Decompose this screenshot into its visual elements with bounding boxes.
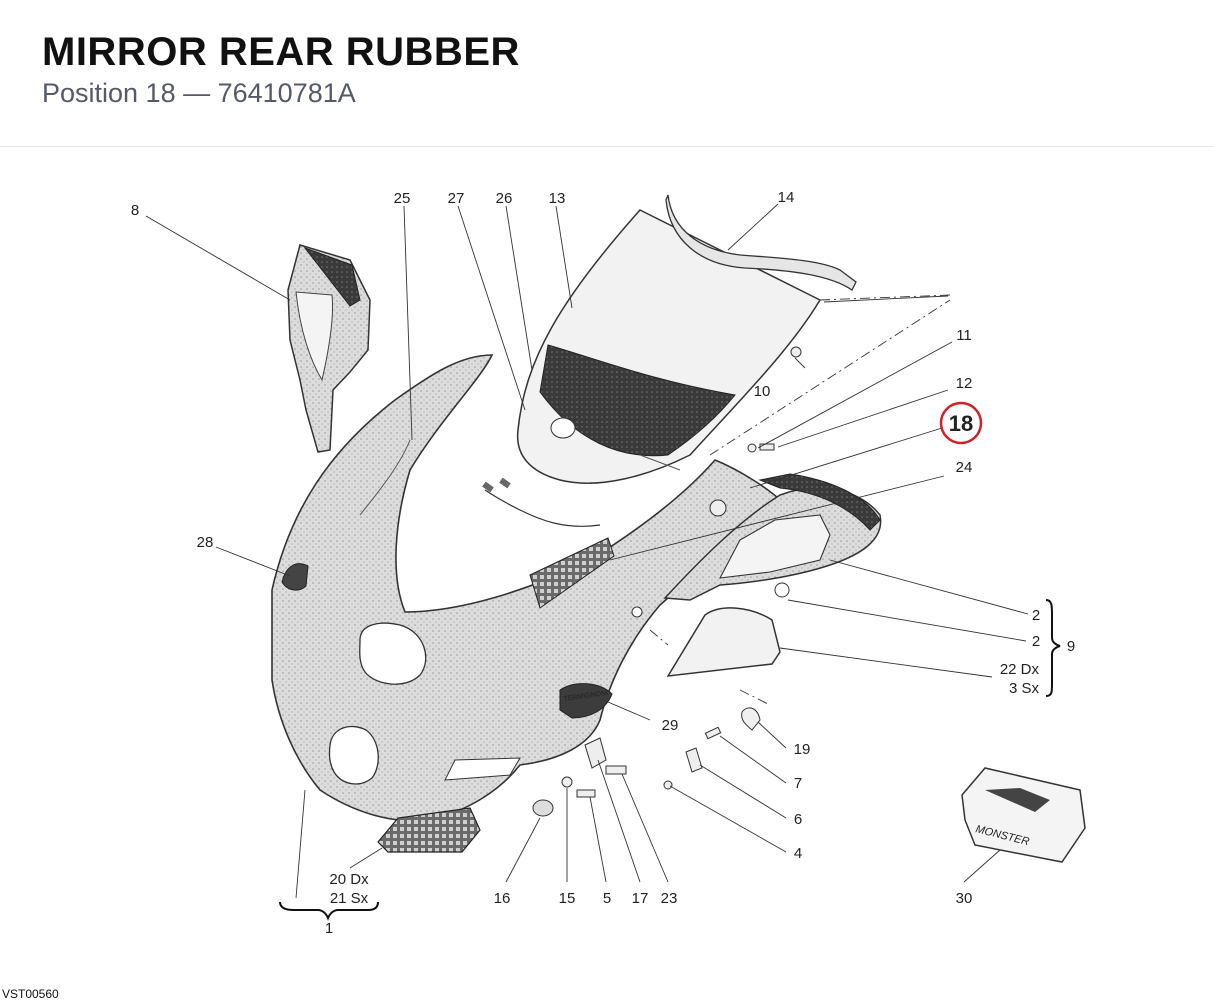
label-10: 10 [754,383,771,400]
decal-29-part: TERMIGNONI [559,683,613,719]
label-11: 11 [956,327,972,344]
decal-kit-part: MONSTER [961,767,1086,863]
label-8: 8 [131,202,139,219]
brace-1 [279,901,379,921]
label-12: 12 [956,375,973,392]
label-24: 24 [956,459,973,476]
mirror-housing-part [663,473,882,601]
label-17: 17 [632,890,649,907]
drawing-code: VST00560 [2,987,59,1001]
brace-9 [1045,599,1061,697]
label-26: 26 [496,190,513,207]
label-23: 23 [661,890,678,907]
label-3-sx: 3 Sx [1009,680,1040,697]
decal-28-part [281,563,309,591]
highlight-marker-18 [939,401,983,445]
label-15: 15 [559,890,576,907]
label-9: 9 [1067,638,1075,655]
label-1: 1 [325,920,333,937]
leader-lines [145,203,1029,899]
front-fairing-part [271,354,782,822]
label-16: 16 [494,890,511,907]
page-header: MIRROR REAR RUBBER Position 18 — 7641078… [0,0,1214,147]
label-25: 25 [394,190,411,207]
windscreen-part [516,209,822,484]
label-5: 5 [603,890,611,907]
label-2a: 2 [1032,607,1040,624]
air-intake-grille-part [377,807,481,853]
label-28: 28 [197,534,214,551]
mirror-glass-part [666,607,781,677]
label-6: 6 [794,811,802,828]
label-20-dx: 20 Dx [329,871,369,888]
label-4: 4 [794,845,802,862]
label-14: 14 [778,189,795,206]
page-title: MIRROR REAR RUBBER [42,30,520,74]
label-29: 29 [662,717,679,734]
label-30: 30 [956,890,973,907]
label-27: 27 [448,190,465,207]
label-2b: 2 [1032,633,1040,650]
label-7: 7 [794,775,802,792]
label-13: 13 [549,190,566,207]
windscreen-seal-part [665,194,857,291]
label-19: 19 [794,741,811,758]
label-22-dx: 22 Dx [1000,661,1040,678]
label-18: 18 [949,411,973,436]
label-21-sx: 21 Sx [330,890,369,907]
exploded-parts-diagram: TERMIGNONI MONSTER [131,189,1086,937]
page-subtitle: Position 18 — 76410781A [42,78,356,108]
